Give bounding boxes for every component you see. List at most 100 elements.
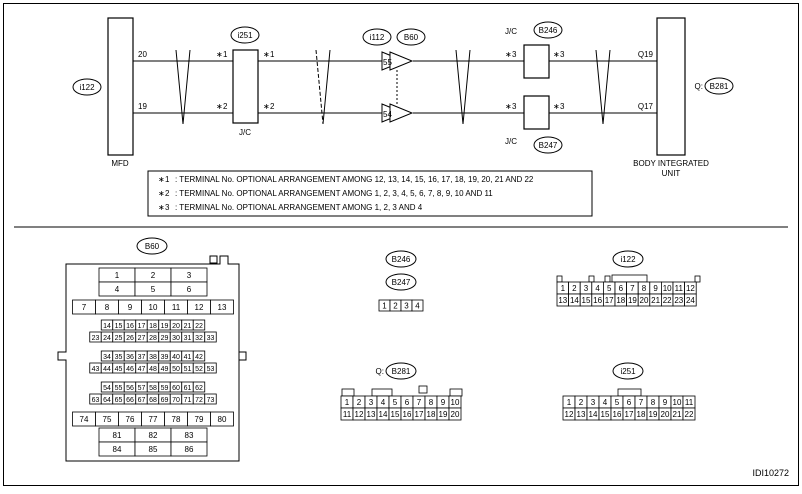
i122-latch-1 [556, 275, 563, 283]
svg-text:B247: B247 [539, 141, 558, 150]
svg-text:6: 6 [619, 284, 624, 293]
svg-text:20: 20 [451, 410, 460, 419]
i122-pin-4: 4 [591, 281, 604, 295]
star-i251-rt: ∗ [263, 50, 270, 59]
svg-text:2: 2 [357, 398, 362, 407]
twisted-pair-2 [315, 49, 331, 125]
svg-text:B281: B281 [710, 82, 729, 91]
i251-pin-11: 11 [682, 395, 696, 409]
b281-pin-10: 10 [448, 395, 462, 409]
b60-pin-39: 39 [158, 350, 171, 362]
svg-text:23: 23 [674, 296, 683, 305]
svg-text:42: 42 [195, 354, 203, 361]
jc-i251-box [232, 49, 259, 124]
b60-pin-72: 72 [192, 393, 206, 405]
b281-pin-20: 20 [448, 407, 462, 421]
svg-text:4: 4 [603, 398, 608, 407]
svg-text:9: 9 [663, 398, 668, 407]
svg-text:7: 7 [630, 284, 635, 293]
b60-pin-53: 53 [204, 362, 217, 374]
i251-pin-22: 22 [682, 407, 696, 421]
twisted-pair-3 [455, 49, 471, 125]
b60-pin-36: 36 [123, 350, 137, 362]
svg-text:15: 15 [582, 296, 591, 305]
b60-pin-79: 79 [187, 411, 211, 427]
pin-i251-right-top: 1 [270, 50, 275, 59]
svg-text:76: 76 [126, 415, 135, 424]
pin-mfd-top: 20 [138, 50, 147, 59]
b60-pin-63: 63 [89, 393, 102, 405]
b60-pin-31: 31 [181, 331, 194, 343]
b60-pin-24: 24 [100, 331, 114, 343]
svg-text:46: 46 [126, 366, 134, 373]
svg-text:18: 18 [616, 296, 625, 305]
star-i251-lb: ∗ [216, 102, 223, 111]
b60-pin-33: 33 [204, 331, 217, 343]
b60-pin-42: 42 [192, 350, 206, 362]
svg-text:3: 3 [187, 271, 192, 280]
b60-pin-12: 12 [187, 299, 211, 315]
svg-text:41: 41 [184, 354, 192, 361]
svg-text:54: 54 [103, 385, 111, 392]
svg-text:16: 16 [126, 323, 134, 330]
svg-text:9: 9 [128, 303, 133, 312]
svg-text:55: 55 [115, 385, 123, 392]
b60-pin-9: 9 [118, 299, 142, 315]
svg-text:7: 7 [417, 398, 422, 407]
b60-pin-5: 5 [134, 281, 172, 297]
body-integrated-unit [656, 17, 686, 156]
b60-pin-57: 57 [135, 381, 148, 393]
oval-i122-connector: i122 [612, 250, 644, 268]
svg-text:29: 29 [161, 335, 169, 342]
b60-pin-20: 20 [169, 319, 183, 331]
b281-pin-13: 13 [364, 407, 378, 421]
svg-text:5: 5 [151, 285, 156, 294]
svg-text:6: 6 [187, 285, 192, 294]
pin-i251-right-bottom: 2 [270, 102, 275, 111]
b246-pin-4: 4 [411, 299, 424, 312]
i251-pin-9: 9 [658, 395, 672, 409]
svg-text:37: 37 [138, 354, 146, 361]
svg-text:24: 24 [686, 296, 695, 305]
jc-b246-label: J/C [505, 27, 517, 36]
b60-pin-69: 69 [158, 393, 171, 405]
b60-pin-45: 45 [112, 362, 125, 374]
i251-pin-13: 13 [574, 407, 588, 421]
b60-pin-7: 7 [72, 299, 96, 315]
note-3: ∗3: TERMINAL No. OPTIONAL ARRANGEMENT AM… [158, 203, 423, 212]
i251-pin-4: 4 [598, 395, 612, 409]
b60-pin-10: 10 [141, 299, 165, 315]
svg-text:i122: i122 [79, 83, 95, 92]
svg-text:17: 17 [415, 410, 424, 419]
svg-text:B60: B60 [145, 242, 160, 251]
note-1: ∗1: TERMINAL No. OPTIONAL ARRANGEMENT AM… [158, 175, 534, 184]
svg-text:24: 24 [103, 335, 111, 342]
b60-pin-41: 41 [181, 350, 194, 362]
i122-latch-2 [588, 275, 595, 283]
svg-text:B246: B246 [539, 26, 558, 35]
pin-body-top: Q19 [638, 50, 654, 59]
svg-text:30: 30 [172, 335, 180, 342]
svg-text:1: 1 [345, 398, 350, 407]
b60-pin-30: 30 [169, 331, 183, 343]
svg-text:16: 16 [593, 296, 602, 305]
b60-pin-66: 66 [123, 393, 137, 405]
svg-text:B246: B246 [392, 255, 411, 264]
b60-pin-67: 67 [135, 393, 148, 405]
svg-text:∗: ∗ [158, 175, 165, 184]
b60-pin-76: 76 [118, 411, 142, 427]
svg-text:48: 48 [149, 366, 157, 373]
i122-pin-15: 15 [579, 293, 593, 307]
i122-latch-3 [604, 275, 611, 283]
pin-body-bottom: Q17 [638, 102, 654, 111]
svg-text:7: 7 [82, 303, 87, 312]
svg-text:27: 27 [138, 335, 146, 342]
connector-b60-top [381, 51, 414, 71]
svg-text:62: 62 [195, 385, 203, 392]
svg-text:73: 73 [207, 397, 215, 404]
b60-pin-85: 85 [134, 441, 172, 457]
b60-pin-25: 25 [112, 331, 125, 343]
i122-pin-5: 5 [603, 281, 616, 295]
